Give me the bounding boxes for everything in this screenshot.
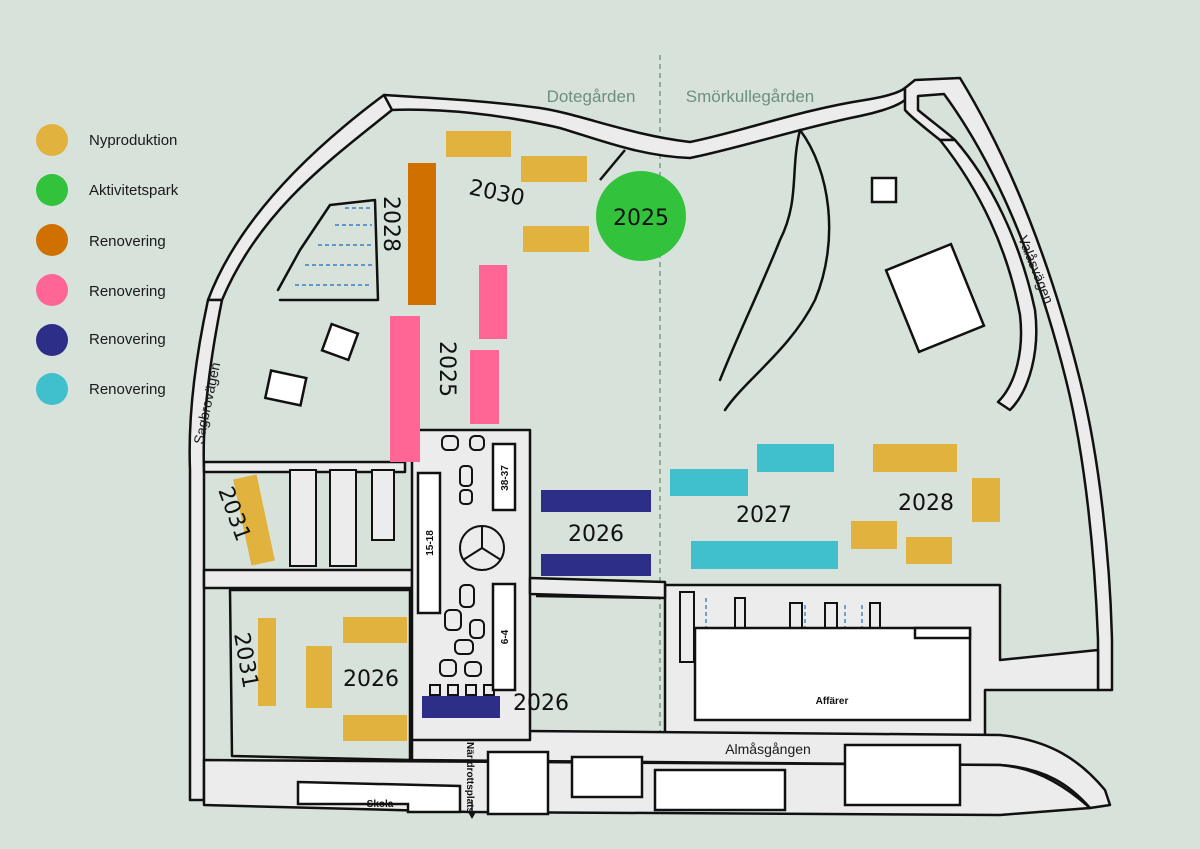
building-label-15-18: 15-18 <box>425 530 436 556</box>
courtyard-details <box>429 435 505 696</box>
small-building-left-2 <box>263 369 308 407</box>
nyproduktion-block <box>343 715 407 741</box>
nyproduktion-block <box>873 444 957 472</box>
road-right-loop <box>938 138 1038 412</box>
legend-label: Aktivitetspark <box>89 182 179 199</box>
year-label-2025-park: 2025 <box>613 206 669 231</box>
legend-swatch <box>36 324 68 356</box>
year-label-2028-orange: 2028 <box>378 196 403 252</box>
building-label-affarer: Affärer <box>816 696 849 707</box>
legend-swatch <box>36 174 68 206</box>
renovering-navy-block <box>541 490 651 512</box>
road-courtyard <box>528 576 667 600</box>
building-label-6-4: 6-4 <box>500 629 511 644</box>
parking-outline <box>276 198 380 302</box>
nyproduktion-block <box>233 474 275 566</box>
renovering-pink-block <box>470 350 499 424</box>
walking-path <box>718 128 831 412</box>
planned-projects <box>233 131 1000 741</box>
nyproduktion-block <box>521 156 587 182</box>
existing-buildings <box>263 176 986 816</box>
nyproduktion-block <box>972 478 1000 522</box>
renovering-teal-block <box>691 541 838 569</box>
nyproduktion-block <box>446 131 511 157</box>
nyproduktion-block <box>523 226 589 252</box>
lot-outlines <box>228 149 661 762</box>
building-6-4 <box>491 582 517 692</box>
legend-label: Nyproduktion <box>89 132 177 149</box>
year-label-2025-pink: 2025 <box>434 341 459 397</box>
legend-label: Renovering <box>89 233 166 250</box>
aktivitetspark <box>596 171 686 261</box>
legend-swatch <box>36 373 68 405</box>
building-label-38-37: 38-37 <box>500 465 511 491</box>
nyproduktion-block <box>851 521 897 549</box>
street-label-almasgangen: Almåsgången <box>725 741 811 757</box>
building-skola <box>296 780 462 814</box>
legend-label: Renovering <box>89 331 166 348</box>
area-label-smorkullegarden: Smörkullegården <box>686 87 815 106</box>
road-valasvagen <box>903 76 1114 692</box>
nyproduktion-block <box>258 618 276 706</box>
small-building <box>870 176 898 204</box>
building-bottom-right <box>843 743 962 807</box>
street-label-naridrottsplats: Näridrottsplats <box>464 742 475 814</box>
legend: Nyproduktion Aktivitetspark Renovering R… <box>36 124 179 405</box>
building-affarer <box>693 626 972 722</box>
parking-dashes <box>295 207 372 286</box>
building-bottom-mid <box>653 768 787 812</box>
building-bottom-mid-2 <box>570 755 644 799</box>
renovering-teal-block <box>670 469 748 496</box>
legend-swatch <box>36 124 68 156</box>
nyproduktion-block <box>343 617 407 643</box>
legend-label: Renovering <box>89 283 166 300</box>
nyproduktion-block <box>306 646 332 708</box>
small-building-left <box>320 322 360 362</box>
year-label-2026-navy: 2026 <box>568 522 624 547</box>
road-lower-left <box>202 568 414 590</box>
renovering-navy-block <box>422 696 500 718</box>
legend-swatch <box>36 224 68 256</box>
parking-frames <box>289 469 395 567</box>
renovering-orange-block <box>408 163 436 305</box>
large-building-right <box>884 242 986 354</box>
building-38-37 <box>491 442 517 512</box>
renovering-navy-block <box>541 554 651 576</box>
renovering-teal-block <box>757 444 834 472</box>
area-label-dotegarden: Dotegården <box>547 87 636 106</box>
legend-label: Renovering <box>89 381 166 398</box>
building-15-18 <box>416 471 442 615</box>
arrow-head-icon <box>468 812 476 819</box>
building-bottom-left <box>486 750 550 816</box>
legend-swatch <box>36 274 68 306</box>
renovering-pink-block <box>479 265 507 339</box>
nyproduktion-block <box>906 537 952 564</box>
year-label-2026-navy-bottom: 2026 <box>513 691 569 716</box>
year-label-2027: 2027 <box>736 503 792 528</box>
renovering-pink-block <box>390 316 420 462</box>
year-label-2026-bottom: 2026 <box>343 667 399 692</box>
year-label-2028-right: 2028 <box>898 491 954 516</box>
building-label-skola: Skola <box>367 799 394 810</box>
